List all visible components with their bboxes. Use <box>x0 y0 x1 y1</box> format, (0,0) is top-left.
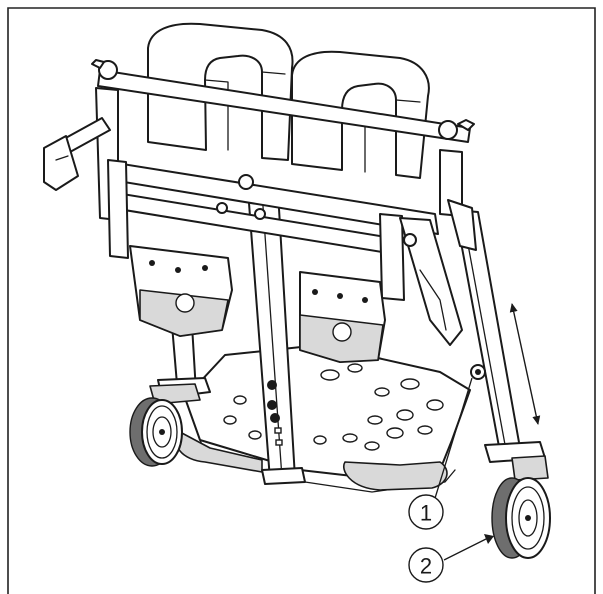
callout-2: 2 <box>408 534 494 583</box>
adjustment-pin <box>470 364 486 380</box>
left-caster-wheel <box>129 383 201 467</box>
base-platform <box>175 344 471 493</box>
figure-frame <box>7 7 596 594</box>
right-side-bracket <box>439 149 477 251</box>
callout-1: 1 <box>408 377 473 530</box>
left-side-bracket <box>43 87 119 221</box>
knee-pad-left <box>129 245 233 337</box>
front-frame <box>107 159 463 346</box>
double-headed-arrow-icon <box>509 303 541 425</box>
callout-2-label: 2 <box>420 554 432 579</box>
callout-1-label: 1 <box>420 501 432 526</box>
knee-pad-right <box>299 271 386 363</box>
backrest-pad-left <box>147 22 294 161</box>
right-caster-wheel <box>491 455 551 559</box>
top-bar <box>91 59 475 143</box>
